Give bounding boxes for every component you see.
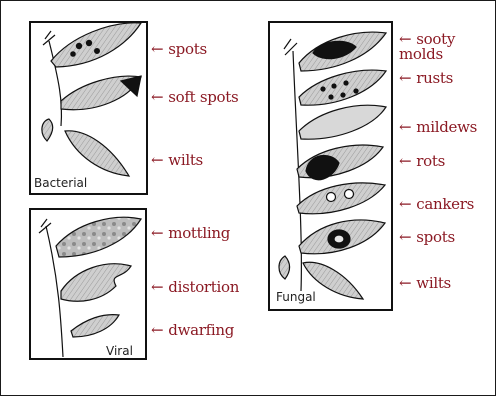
fungal-leaves xyxy=(279,32,386,299)
label-viral-dwarfing: ←dwarfing xyxy=(151,323,234,338)
label-fungal-spots: ←spots xyxy=(399,230,455,245)
label-fungal-cankers: ←cankers xyxy=(399,197,474,212)
left-arrow-icon: ← xyxy=(399,230,411,245)
viral-leaves xyxy=(39,217,141,357)
label-bacterial-spots: ←spots xyxy=(151,42,207,57)
left-arrow-icon: ← xyxy=(151,90,163,105)
left-arrow-icon: ← xyxy=(151,226,163,241)
caption-bacterial: Bacterial xyxy=(34,177,87,189)
left-arrow-icon: ← xyxy=(151,280,163,295)
label-fungal-rots: ←rots xyxy=(399,154,445,169)
left-arrow-icon: ← xyxy=(399,276,411,291)
label-fungal-mildews: ←mildews xyxy=(399,120,477,135)
label-fungal-sooty-molds: ←sooty molds xyxy=(399,32,471,62)
label-viral-mottling: ←mottling xyxy=(151,226,230,241)
label-fungal-wilts: ←wilts xyxy=(399,276,451,291)
left-arrow-icon: ← xyxy=(151,323,163,338)
label-viral-distortion: ←distortion xyxy=(151,280,239,295)
caption-viral: Viral xyxy=(106,345,133,357)
left-arrow-icon: ← xyxy=(151,153,163,168)
label-bacterial-wilts: ←wilts xyxy=(151,153,203,168)
left-arrow-icon: ← xyxy=(399,120,411,135)
left-arrow-icon: ← xyxy=(399,197,411,212)
left-arrow-icon: ← xyxy=(151,42,163,57)
bacterial-leaves xyxy=(42,23,141,176)
label-fungal-rusts: ←rusts xyxy=(399,71,453,86)
left-arrow-icon: ← xyxy=(399,71,411,86)
label-bacterial-soft-spots: ←soft spots xyxy=(151,90,238,105)
left-arrow-icon: ← xyxy=(399,154,411,169)
caption-fungal: Fungal xyxy=(276,291,316,303)
